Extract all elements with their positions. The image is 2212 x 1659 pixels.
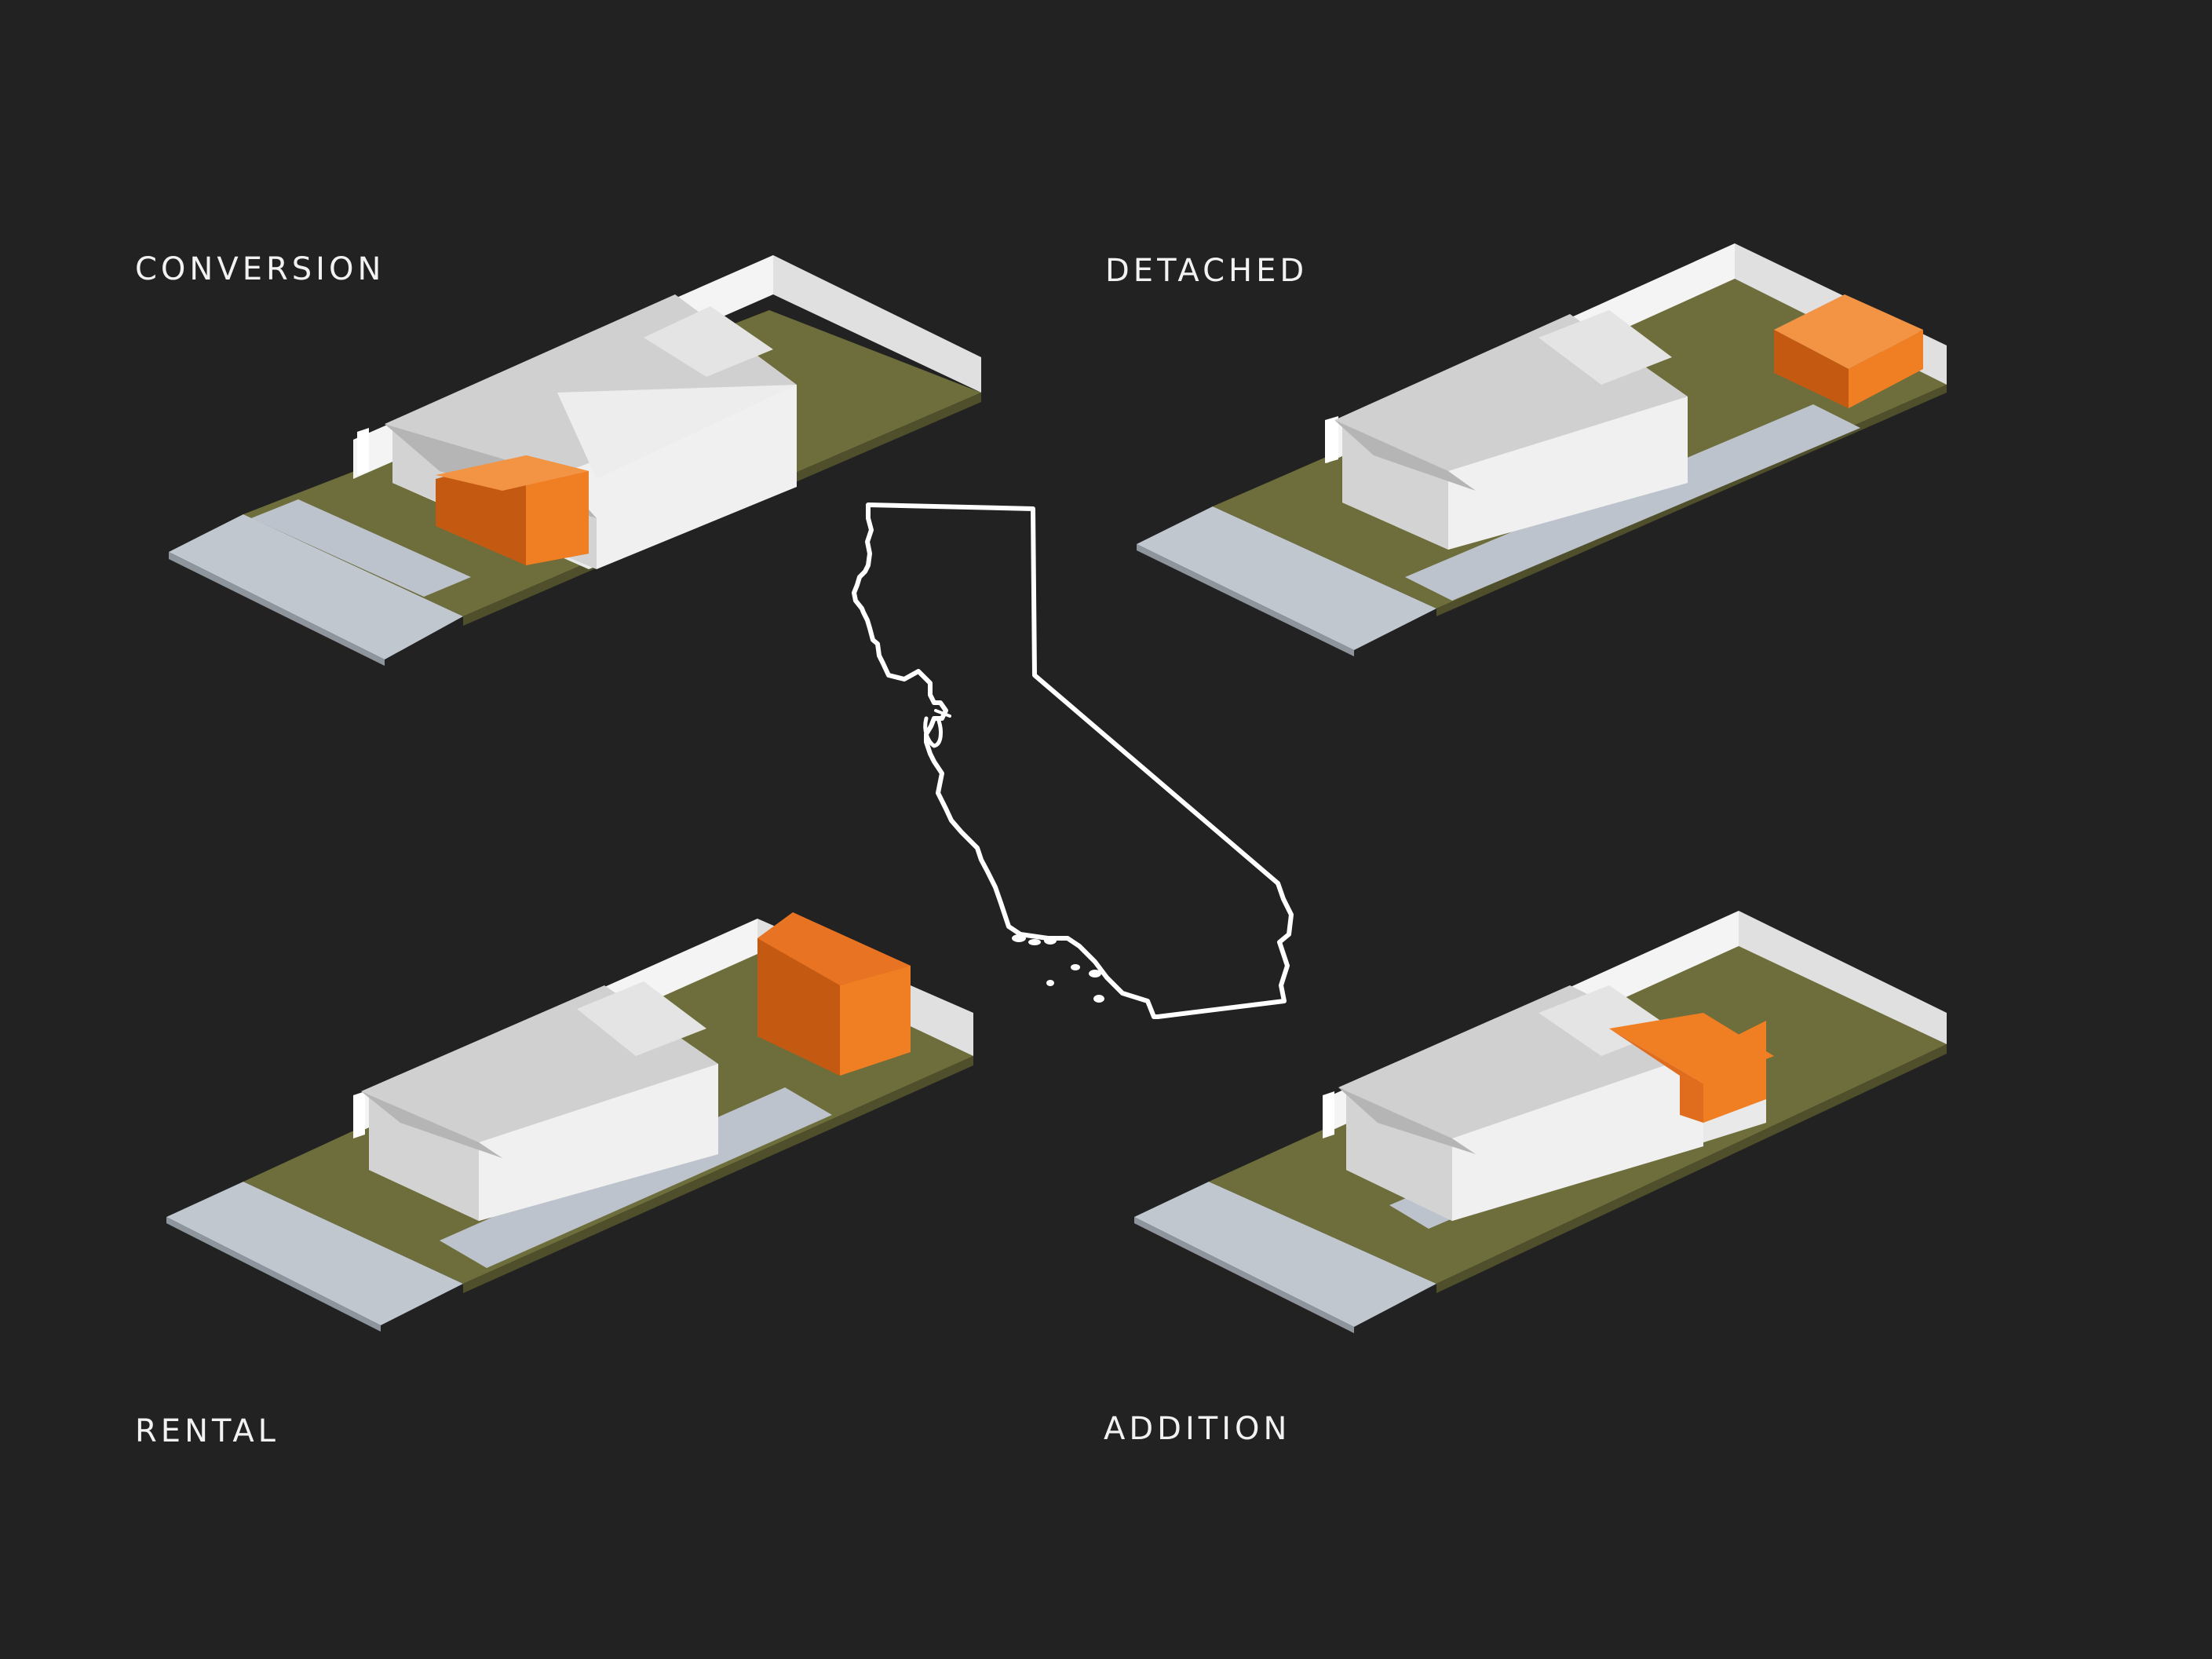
label-detached: DETACHED xyxy=(1105,253,1309,289)
label-conversion: CONVERSION xyxy=(135,251,385,287)
rental-diagram xyxy=(166,912,973,1332)
label-rental: RENTAL xyxy=(135,1413,279,1449)
detached-diagram xyxy=(1137,243,1947,656)
conversion-diagram xyxy=(169,255,981,666)
addition-diagram xyxy=(1134,911,1947,1333)
label-addition: ADDITION xyxy=(1104,1411,1291,1447)
california-outline-icon xyxy=(852,502,1294,1019)
adu-detached-block xyxy=(1774,294,1923,369)
channel-islands-icon xyxy=(1012,934,1104,1003)
